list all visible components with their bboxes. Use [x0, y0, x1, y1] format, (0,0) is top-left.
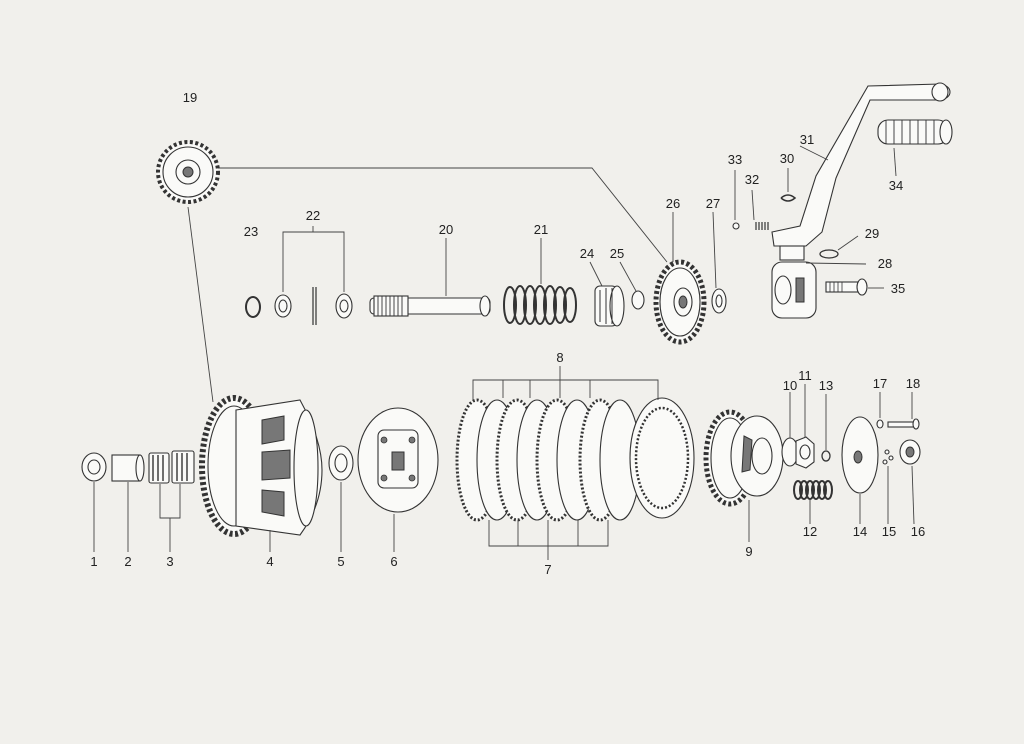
label-34: 34	[889, 178, 903, 193]
label-13: 13	[819, 378, 833, 393]
part-14-pressure-plate	[841, 416, 879, 494]
label-31: 31	[800, 132, 814, 147]
part-26-gear	[653, 259, 707, 345]
label-27: 27	[706, 196, 720, 211]
part-15-balls	[882, 449, 894, 465]
part-30-clip	[780, 194, 797, 202]
part-7-8-clutch-plates	[455, 397, 695, 522]
label-19: 19	[183, 90, 197, 105]
label-28: 28	[878, 256, 892, 271]
label-29: 29	[865, 226, 879, 241]
part-17-washer	[876, 419, 884, 429]
label-20: 20	[439, 222, 453, 237]
part-22-washers	[274, 287, 353, 325]
label-7: 7	[544, 562, 551, 577]
label-33: 33	[728, 152, 742, 167]
callout-labels: 1 2 3 4 5 6 7 8 9 10 11 12 13 14 15 16 1…	[90, 90, 925, 577]
part-1-washer	[81, 452, 107, 482]
part-16-adjuster	[899, 439, 921, 465]
part-28-lever-hub	[771, 245, 817, 319]
label-8: 8	[556, 350, 563, 365]
part-13-clip	[821, 450, 831, 462]
part-19-gear	[156, 140, 220, 204]
part-31-kick-lever	[771, 82, 951, 247]
label-5: 5	[337, 554, 344, 569]
label-9: 9	[745, 544, 752, 559]
label-35: 35	[891, 281, 905, 296]
label-2: 2	[124, 554, 131, 569]
label-14: 14	[853, 524, 867, 539]
part-18-screw	[887, 418, 920, 430]
label-6: 6	[390, 554, 397, 569]
label-4: 4	[266, 554, 273, 569]
label-21: 21	[534, 222, 548, 237]
part-4-clutch-basket	[199, 395, 323, 537]
part-32-spring	[755, 222, 769, 230]
label-18: 18	[906, 376, 920, 391]
part-3-needle-bearings	[148, 450, 195, 484]
label-24: 24	[580, 246, 594, 261]
label-12: 12	[803, 524, 817, 539]
part-2-bush	[111, 454, 145, 482]
label-17: 17	[873, 376, 887, 391]
label-16: 16	[911, 524, 925, 539]
part-20-shaft	[369, 295, 491, 317]
part-9-primary-gear	[703, 409, 784, 507]
label-26: 26	[666, 196, 680, 211]
label-23: 23	[244, 224, 258, 239]
part-23-circlip	[245, 296, 261, 318]
gear-connection-line	[212, 167, 668, 263]
part-21-spring	[503, 285, 577, 325]
label-1: 1	[90, 554, 97, 569]
part-25-washer	[631, 290, 645, 310]
label-15: 15	[882, 524, 896, 539]
label-3: 3	[166, 554, 173, 569]
part-27-washer	[711, 288, 727, 314]
gear-19-to-4-line	[187, 206, 214, 403]
part-6-clutch-hub	[357, 407, 439, 513]
label-10: 10	[783, 378, 797, 393]
part-34-rubber-grip	[877, 119, 953, 145]
label-25: 25	[610, 246, 624, 261]
part-35-bolt	[825, 278, 868, 296]
part-11-nut	[795, 436, 815, 469]
label-11: 11	[798, 368, 812, 383]
part-12-springs	[793, 480, 833, 500]
part-33-ball	[732, 222, 740, 230]
part-29-oring	[819, 249, 839, 259]
label-32: 32	[745, 172, 759, 187]
label-30: 30	[780, 151, 794, 166]
part-24-ratchet	[594, 285, 625, 327]
part-5-washer	[328, 445, 354, 481]
label-22: 22	[306, 208, 320, 223]
